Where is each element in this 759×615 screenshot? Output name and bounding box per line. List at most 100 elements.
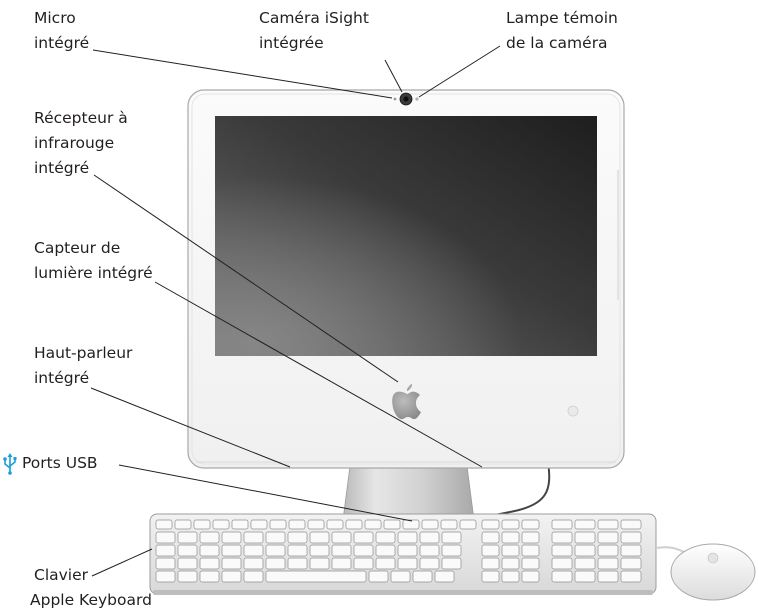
keyboard-key [265,544,286,557]
keyboard-key [402,519,420,530]
keyboard-key [353,531,374,544]
keyboard [149,513,657,595]
apple-logo [392,384,421,420]
keyboard-key [620,544,642,557]
keyboard-key [155,557,176,570]
keyboard-key [212,519,230,530]
keyboard-key [193,519,211,530]
keyboard-key [383,519,401,530]
keyboard-key [331,531,352,544]
keyboard-key [574,519,596,530]
keyboard-key [199,531,220,544]
keyboard-key [177,557,198,570]
light-sensor [567,405,579,417]
keyboard-key [421,519,439,530]
keyboard-key [441,544,462,557]
keyboard-key [521,544,540,557]
keyboard-key [368,570,389,583]
keyboard-key [501,557,520,570]
keyboard-key [620,570,642,583]
keyboard-key [231,519,249,530]
leader-ports [118,464,413,522]
keyboard-key [155,570,176,583]
keyboard-key [250,519,268,530]
label-clavier: Clavier [34,566,89,584]
keyboard-key [243,531,264,544]
keyboard-key [459,519,477,530]
keyboard-key [177,570,198,583]
keyboard-key [521,531,540,544]
keyboard-key [375,557,396,570]
keyboard-cable [655,546,685,553]
keyboard-key [481,557,500,570]
label-capteur-lumiere: Capteur de lumière intégré [34,239,153,282]
keyboard-key [288,519,306,530]
keyboard-key [199,557,220,570]
keyboard-key [397,544,418,557]
keyboard-key [481,570,500,583]
keyboard-key [521,557,540,570]
keyboard-key [331,544,352,557]
keyboard-key [419,544,440,557]
keyboard-key [353,544,374,557]
microphone [393,97,397,101]
keyboard-key [287,544,308,557]
label-micro: Micro intégré [34,9,90,52]
keyboard-key [620,557,642,570]
keyboard-key [265,557,286,570]
usb-icon [3,452,17,475]
keyboard-key [574,557,596,570]
keyboard-key [501,570,520,583]
keyboard-key [177,531,198,544]
keyboard-key [155,519,173,530]
keyboard-key [551,570,573,583]
keyboard-key [620,519,642,530]
mouse [670,543,756,601]
keyboard-key [434,570,455,583]
keyboard-key [390,570,411,583]
keyboard-key [551,544,573,557]
keyboard-key [574,531,596,544]
leader-micro [92,49,393,99]
keyboard-key [597,519,619,530]
leader-lines [90,45,501,577]
keyboard-key [307,519,325,530]
label-haut-parleur: Haut-parleur intégré [34,344,133,387]
keyboard-key [287,557,308,570]
camera-indicator-light [415,97,419,101]
keyboard-key [597,544,619,557]
keyboard-key [174,519,192,530]
keyboard-key [419,531,440,544]
leader-hautparleur [90,387,291,468]
keyboard-key [551,557,573,570]
keyboard-key [574,544,596,557]
power-cable [489,461,551,517]
keyboard-key [269,519,287,530]
label-lampe-temoin: Lampe témoin de la caméra [506,9,618,52]
keyboard-key [265,531,286,544]
keyboard-key [397,531,418,544]
leader-lampe [418,45,501,98]
keyboard-key [221,544,242,557]
keyboard-key [501,544,520,557]
keyboard-key [309,544,330,557]
keyboard-key [364,519,382,530]
keyboard-key [199,570,220,583]
keyboard-key [441,557,462,570]
keyboard-key [309,531,330,544]
keyboard-keys [155,519,642,583]
keyboard-key [412,570,433,583]
keyboard-key [326,519,344,530]
label-camera-isight: Caméra iSight intégrée [259,9,369,52]
keyboard-key [574,570,596,583]
keyboard-key [440,519,458,530]
keyboard-key [375,531,396,544]
keyboard-key [481,519,500,530]
keyboard-key [155,531,176,544]
keyboard-key [481,531,500,544]
keyboard-key [331,557,352,570]
keyboard-key [243,570,264,583]
keyboard-key [551,531,573,544]
keyboard-key [501,519,520,530]
